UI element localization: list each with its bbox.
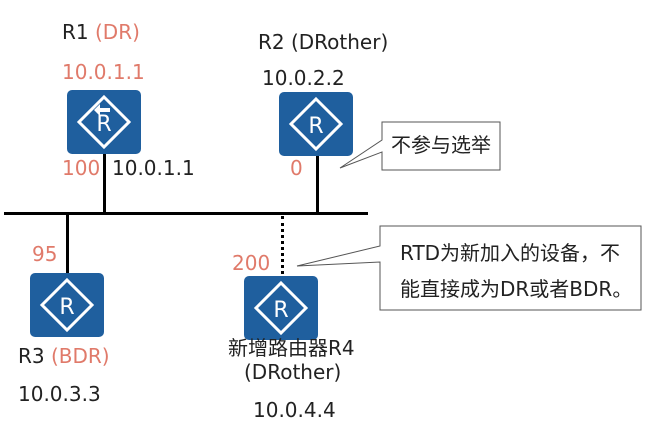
r3-role: (BDR) xyxy=(50,344,110,368)
router-icon: R xyxy=(288,96,344,152)
r1-router-id: 10.0.1.1 xyxy=(62,60,145,84)
r4-priority: 200 xyxy=(232,251,271,275)
r2-priority: 0 xyxy=(290,156,303,180)
r2-router-icon: R xyxy=(279,92,353,156)
router-icon: R xyxy=(39,277,95,333)
r2-label: R2 (DRother) xyxy=(258,30,389,54)
r3-router-icon: R xyxy=(30,273,104,337)
r4-pending-link xyxy=(281,216,284,274)
r1-router-icon: R xyxy=(67,90,141,154)
r3-name: R3 xyxy=(18,344,45,368)
r2-router-id: 10.0.2.2 xyxy=(262,66,345,90)
r1-interface-ip: 10.0.1.1 xyxy=(112,156,195,180)
router-icon: R xyxy=(76,94,132,150)
r1-role: (DR) xyxy=(94,20,140,44)
shared-network-segment xyxy=(4,212,368,215)
r3-router-id: 10.0.3.3 xyxy=(18,382,101,406)
r4-router-icon: R xyxy=(244,276,318,340)
svg-text:R: R xyxy=(96,112,111,137)
svg-text:R: R xyxy=(273,298,288,323)
r4-role: (DRother) xyxy=(244,360,342,384)
r4-name: 新增路由器R4 xyxy=(228,336,355,360)
r1-name: R1 xyxy=(62,20,89,44)
router-icon: R xyxy=(253,280,309,336)
svg-text:R: R xyxy=(59,295,74,320)
r3-label: R3 (BDR) xyxy=(18,344,110,368)
rtd-callout-line-2: 能直接成为DR或者BDR。 xyxy=(400,277,633,301)
r1-link xyxy=(103,150,106,213)
rtd-callout-line-1: RTD为新加入的设备，不 xyxy=(400,241,621,265)
r3-priority: 95 xyxy=(32,242,58,266)
r2-link xyxy=(316,150,319,213)
svg-text:R: R xyxy=(308,114,323,139)
r1-priority: 100 xyxy=(62,156,101,180)
r4-router-id: 10.0.4.4 xyxy=(253,398,336,422)
r3-link xyxy=(66,214,69,274)
r1-label: R1 (DR) xyxy=(62,20,140,44)
no-election-callout-text: 不参与选举 xyxy=(391,133,491,157)
